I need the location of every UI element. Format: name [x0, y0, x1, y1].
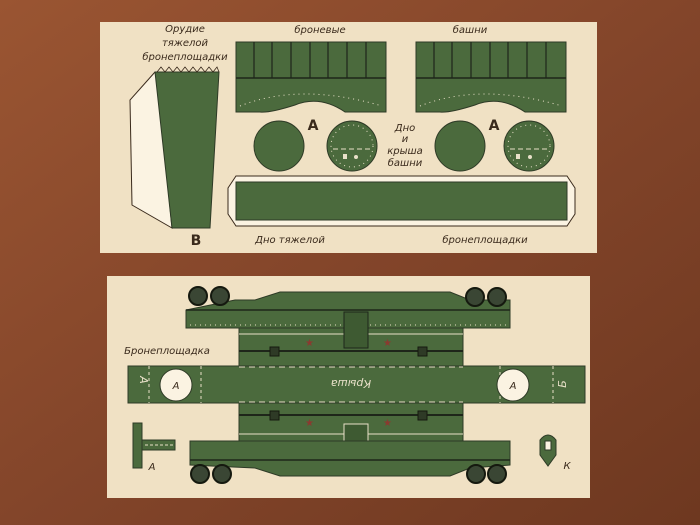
- platform-title: Бронеплощадка: [124, 346, 210, 357]
- star-icon: ★: [305, 338, 314, 349]
- wheels: [188, 286, 507, 484]
- floor-label-left: Дно тяжелой: [254, 235, 325, 246]
- hole-right: [496, 368, 530, 402]
- gun-label-line3: бронеплощадки: [142, 51, 228, 63]
- disc-label-line2: и: [402, 134, 409, 145]
- gun-piece: [129, 66, 220, 229]
- turret-wall-left: [235, 41, 387, 113]
- tab-left-label: А: [137, 375, 150, 384]
- disc-label-line3: крыша: [387, 146, 423, 157]
- turret-roof-disc-left: [326, 120, 378, 172]
- platform-body: ★ ★ ★ ★: [127, 291, 586, 477]
- letter-a-right: А: [489, 118, 500, 134]
- roof-label: Крыша: [331, 377, 372, 390]
- turret-label-left: броневые: [294, 24, 345, 36]
- disc-label-line1: Дно: [394, 123, 415, 134]
- star-icon: ★: [383, 418, 392, 429]
- turret-label-right: башни: [453, 24, 488, 36]
- hole-left: [159, 368, 193, 402]
- t-piece: [132, 422, 176, 469]
- star-icon: ★: [305, 418, 314, 429]
- platform-floor-strip: [227, 175, 576, 227]
- hatch-label: К: [563, 461, 571, 472]
- floor-label-right: бронеплощадки: [442, 234, 528, 246]
- tab-right-label: Б: [556, 380, 569, 388]
- turret-floor-disc-right: [434, 120, 486, 172]
- letter-a-left: А: [308, 118, 319, 134]
- turret-floor-disc-left: [253, 120, 305, 172]
- gun-label-line2: тяжелой: [162, 38, 209, 49]
- disc-label-line4: башни: [388, 157, 423, 169]
- hatch-piece: [539, 434, 557, 467]
- card-armored-platform: ★ ★ ★ ★: [107, 276, 590, 498]
- turret-roof-disc-right: [503, 120, 555, 172]
- t-piece-label: А: [148, 462, 156, 473]
- turret-wall-right: [415, 41, 567, 113]
- star-icon: ★: [383, 338, 392, 349]
- gun-label-line1: Орудие: [165, 24, 205, 35]
- hole-left-label: А: [172, 381, 180, 392]
- door: [343, 311, 369, 349]
- card-turrets-and-gun: Орудие тяжелой бронеплощадки В броневые …: [100, 22, 597, 253]
- gun-letter: В: [191, 233, 202, 249]
- hole-right-label: А: [509, 381, 517, 392]
